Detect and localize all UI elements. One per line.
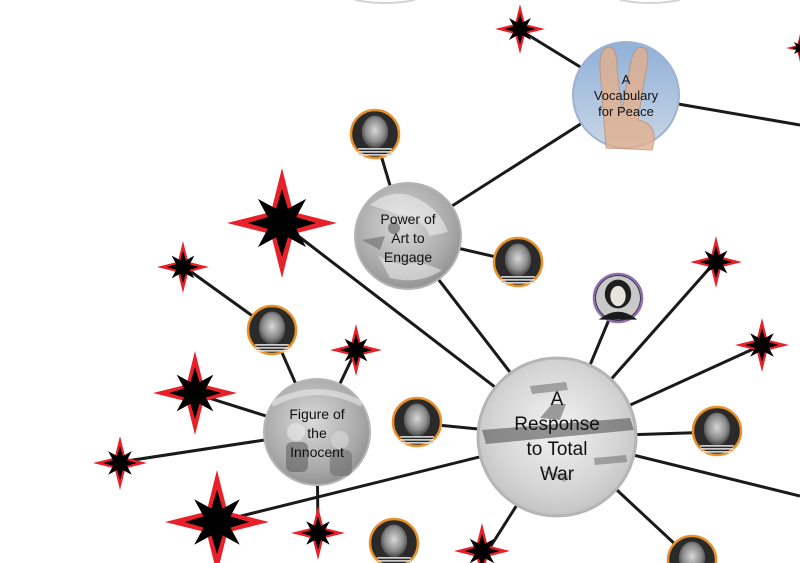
topic-label-line: A: [551, 389, 564, 410]
woman-portrait-icon[interactable]: [592, 272, 644, 324]
stars-layer: [93, 4, 800, 563]
topic-label-line: Figure of: [289, 406, 344, 422]
eight-point-star-icon[interactable]: [735, 318, 789, 372]
edges-layer: [119, 28, 800, 562]
offscreen-fragments: [354, 0, 681, 4]
children-crowd-icon: [270, 389, 364, 476]
picasso-portrait-icon[interactable]: [368, 517, 420, 563]
picasso-portrait-icon[interactable]: [691, 405, 743, 457]
topic-label-line: Innocent: [290, 444, 344, 460]
eight-point-star-icon[interactable]: [93, 436, 147, 490]
guernica-fragment-icon: [362, 193, 448, 281]
topic-node-vocabulary-for-peace[interactable]: A Vocabulary for Peace: [572, 41, 680, 151]
topic-node-response-to-total-war[interactable]: A Response to Total War: [476, 356, 638, 518]
bomber-planes-icon: [482, 382, 634, 482]
eight-point-star-icon[interactable]: [157, 241, 209, 293]
topic-node-power-of-art[interactable]: Power of Art to Engage: [354, 182, 462, 290]
eight-point-star-icon[interactable]: [227, 168, 337, 278]
picasso-portrait-icon[interactable]: [391, 396, 443, 448]
topic-label-line: for Peace: [598, 104, 654, 119]
picasso-portrait-icon[interactable]: [492, 236, 544, 288]
topic-node-figure-of-the-innocent[interactable]: Figure of the Innocent: [263, 378, 371, 486]
eight-point-star-icon[interactable]: [330, 324, 382, 376]
eight-point-star-icon[interactable]: [786, 34, 800, 62]
topic-label-line: the: [307, 425, 327, 441]
eight-point-star-icon[interactable]: [165, 470, 269, 563]
topic-label-line: to Total: [527, 439, 588, 460]
picasso-portrait-icon[interactable]: [246, 304, 298, 356]
picasso-portrait-icon[interactable]: [666, 534, 718, 563]
peace-sign-hand-icon: [599, 46, 655, 151]
topic-label-line: Engage: [384, 249, 432, 265]
eight-point-star-icon[interactable]: [153, 351, 237, 435]
portraits-layer: [246, 108, 743, 563]
topic-label-line: Vocabulary: [594, 88, 659, 103]
eight-point-star-icon[interactable]: [291, 506, 345, 560]
eight-point-star-icon[interactable]: [454, 523, 510, 563]
picasso-portrait-icon[interactable]: [349, 108, 401, 160]
topic-label-line: Art to: [391, 230, 425, 246]
topic-label-line: Power of: [380, 211, 435, 227]
topic-label-line: War: [540, 464, 575, 485]
eight-point-star-icon[interactable]: [690, 236, 742, 288]
topic-label-line: A: [622, 72, 631, 87]
topic-label-line: Response: [514, 414, 600, 435]
eight-point-star-icon[interactable]: [495, 4, 545, 54]
